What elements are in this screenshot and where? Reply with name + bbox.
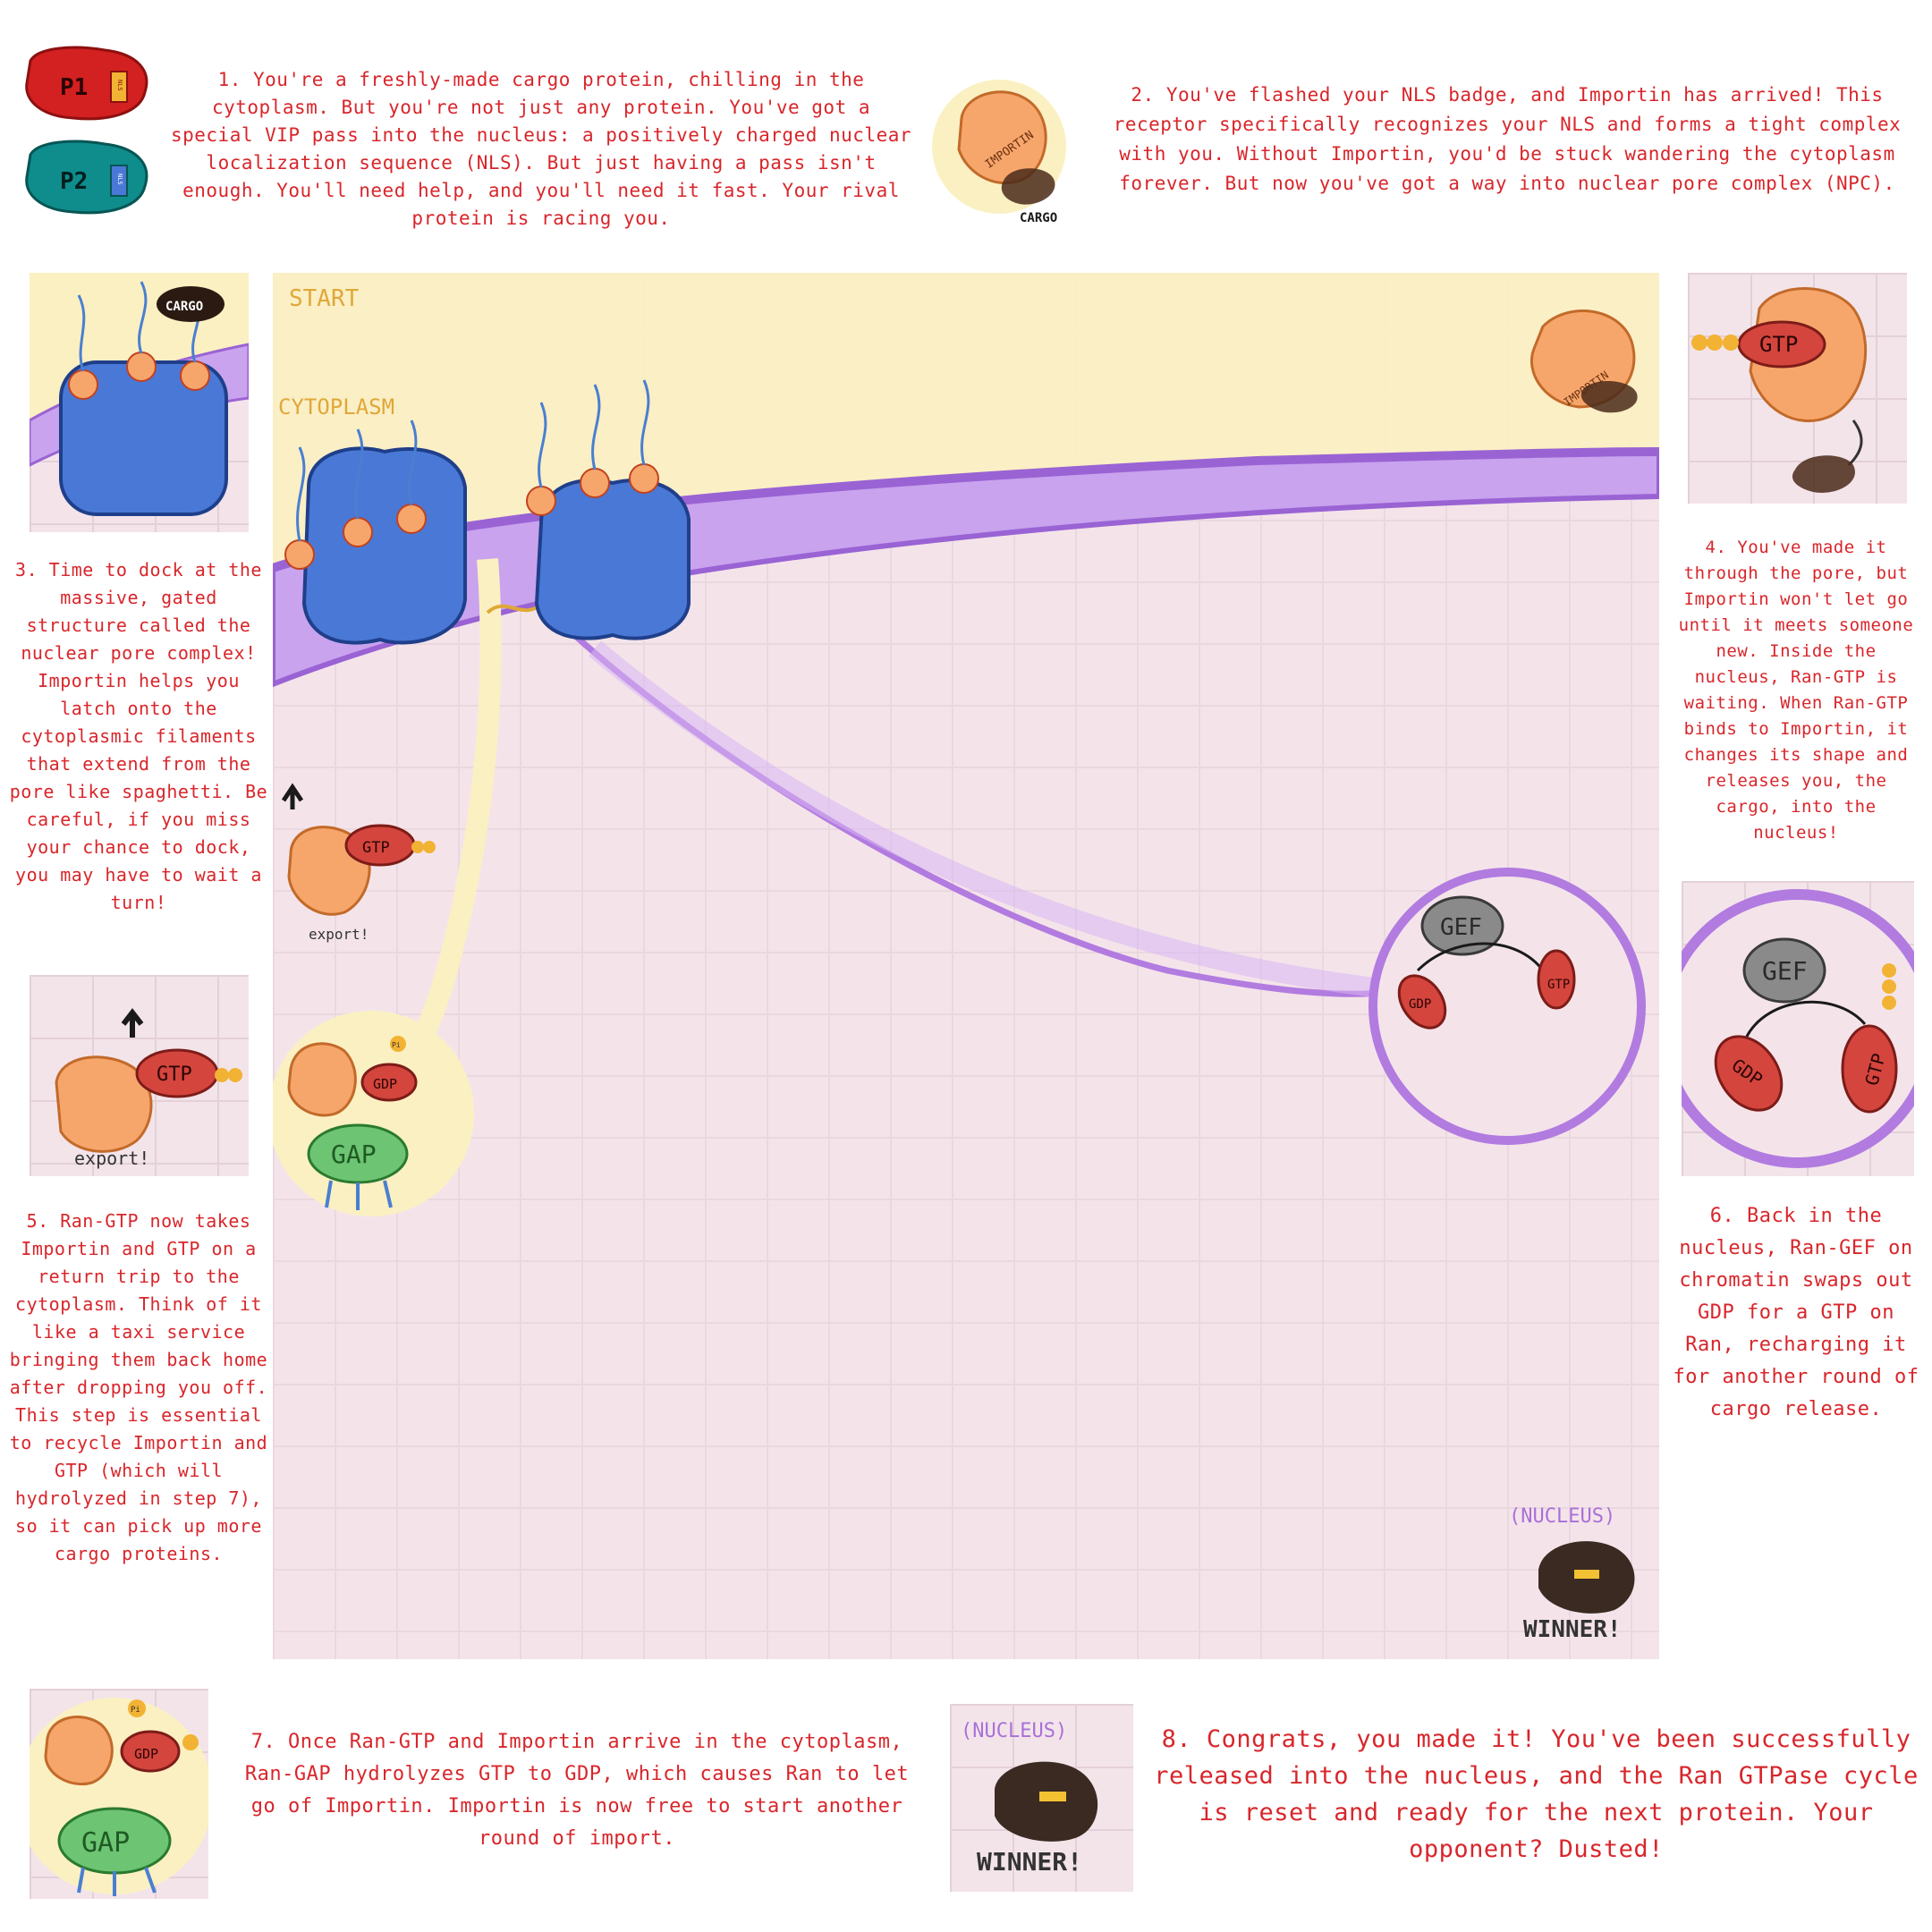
gef-label: GEF: [1762, 956, 1808, 986]
pi-label: Pi: [392, 1041, 401, 1049]
p2-label: P2: [60, 168, 88, 195]
p1-nls-tag: NLS: [116, 80, 123, 91]
step5-caption: 5. Ran-GTP now takes Importin and GTP on…: [9, 1210, 268, 1564]
gdp-label: GDP: [1409, 997, 1431, 1012]
winner-label: WINNER!: [977, 1847, 1083, 1877]
step2-caption: 2. You've flashed your NLS badge, and Im…: [1113, 84, 1902, 194]
board-nucleus-label: (NUCLEUS): [1509, 1505, 1616, 1528]
gdp-label: GDP: [373, 1076, 397, 1092]
player-tokens: P1 NLS P2 NLS: [20, 43, 154, 222]
step7-caption: 7. Once Ran-GTP and Importin arrive in t…: [244, 1731, 910, 1850]
nuclear-pore-complex-1[interactable]: [284, 419, 467, 645]
step4-caption: 4. You've made it through the pore, but …: [1678, 538, 1914, 843]
step5-illustration: GTP export!: [30, 975, 249, 1176]
gtp-label: GTP: [157, 1063, 192, 1086]
step4-illustration: GTP: [1688, 273, 1907, 504]
export-label: export!: [74, 1148, 149, 1169]
p1-token[interactable]: P1 NLS: [25, 46, 148, 121]
board-winner-label: WINNER!: [1523, 1616, 1622, 1643]
board-cytoplasm-label: CYTOPLASM: [278, 394, 395, 419]
importin-cargo-icon: IMPORTIN CARGO: [930, 64, 1069, 230]
board-importin-start: IMPORTIN: [1530, 309, 1638, 413]
step1-caption: 1. You're a freshly-made cargo protein, …: [170, 69, 911, 229]
board-start-label: START: [289, 285, 360, 312]
cargo-label: CARGO: [165, 300, 203, 314]
board-ran-gef: GEF GDP GTP: [1368, 868, 1646, 1145]
board-ran-gap: GDP Pi GAP: [273, 1011, 474, 1216]
nucleus-label: (NUCLEUS): [961, 1720, 1068, 1742]
p1-label: P1: [60, 74, 88, 101]
cargo-label: CARGO: [1020, 211, 1057, 225]
gtp-label: GTP: [1759, 332, 1798, 357]
gap-label: GAP: [81, 1827, 130, 1859]
board-nucleus-winner[interactable]: [1538, 1541, 1635, 1614]
pi-label: Pi: [131, 1706, 140, 1715]
step3-illustration: CARGO: [30, 273, 249, 532]
p2-nls-tag: NLS: [116, 174, 123, 185]
step7-illustration: GDP Pi GAP: [30, 1689, 208, 1899]
gtp-label: GTP: [1547, 978, 1570, 992]
step8-caption: 8. Congrats, you made it! You've been su…: [1154, 1725, 1919, 1863]
gap-label: GAP: [331, 1140, 377, 1169]
gtp-label: GTP: [362, 839, 390, 857]
step6-illustration: GEF GDP GTP: [1682, 881, 1914, 1176]
board-ran-export: GTP export!: [281, 783, 436, 943]
step6-caption: 6. Back in the nucleus, Ran-GEF on chrom…: [1673, 1205, 1919, 1420]
gdp-label: GDP: [134, 1746, 158, 1762]
game-board: GTP export! GDP Pi GAP IMPORTIN GEF: [273, 273, 1659, 1659]
gef-label: GEF: [1440, 914, 1482, 941]
step3-caption: 3. Time to dock at the massive, gated st…: [9, 559, 268, 913]
p2-token[interactable]: P2 NLS: [25, 140, 148, 215]
step8-illustration: (NUCLEUS) WINNER!: [950, 1704, 1133, 1892]
export-label: export!: [309, 926, 369, 943]
nuclear-pore-complex-2[interactable]: [526, 379, 691, 640]
